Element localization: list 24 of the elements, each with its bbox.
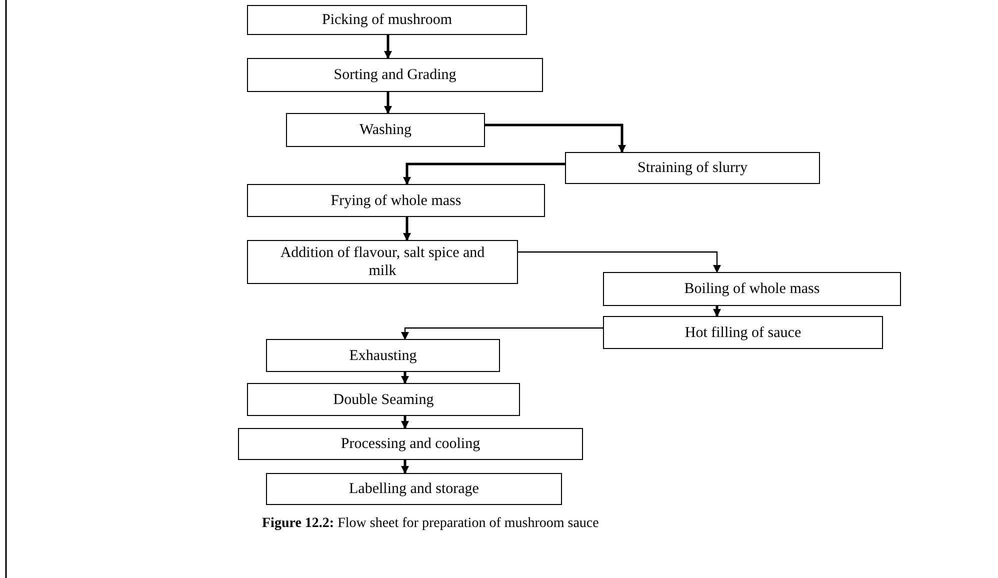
process-box: Addition of flavour, salt spice and milk [247,240,518,284]
process-box: Frying of whole mass [247,184,545,217]
arrow [403,162,565,185]
arrow [401,416,409,429]
process-box: Boiling of whole mass [603,272,901,306]
arrow [713,306,721,317]
arrow [401,372,409,384]
process-box: Straining of slurry [565,152,820,184]
arrow [384,35,392,59]
arrow [403,217,411,241]
arrow [485,124,626,153]
process-box: Double Seaming [247,383,520,416]
process-box: Sorting and Grading [247,58,543,92]
figure-caption: Figure 12.2: Flow sheet for preparation of mushroom sauce [262,515,599,533]
arrow [401,460,409,474]
arrow [518,251,721,273]
process-box: Exhausting [266,339,500,372]
process-box: Processing and cooling [238,428,583,460]
process-box: Labelling and storage [266,473,562,505]
process-box: Washing [286,113,485,147]
process-box: Hot filling of sauce [603,316,883,349]
arrow [401,327,603,340]
process-box: Picking of mushroom [247,5,527,35]
arrow [384,92,392,114]
